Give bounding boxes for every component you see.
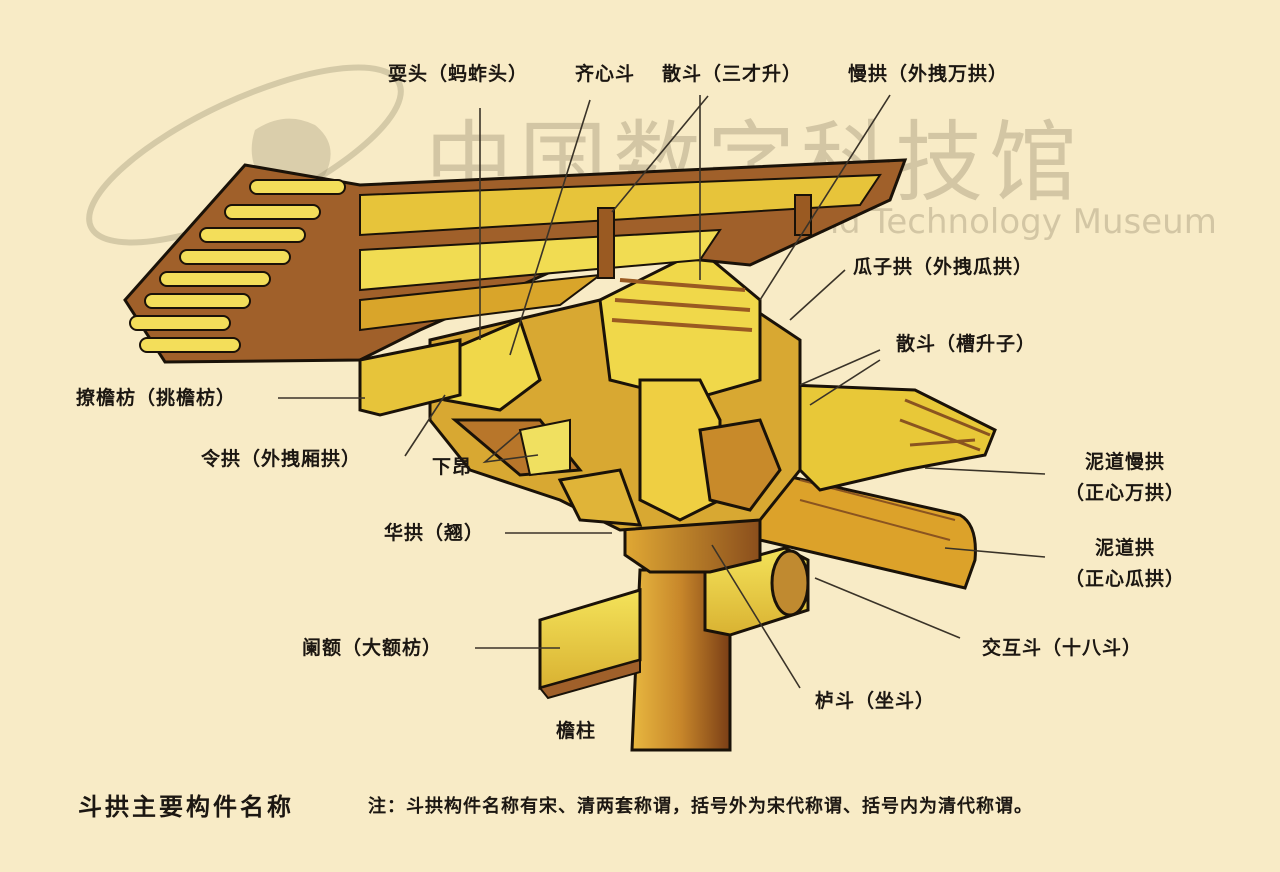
label-nidao-gong-song: 泥道拱 (1094, 537, 1155, 559)
label-mangong: 慢拱（外拽万拱） (848, 63, 1009, 85)
label-shuatou: 耍头（蚂蚱头） (388, 63, 529, 85)
label-huagong: 华拱（翘） (384, 522, 485, 544)
label-sandou-top: 散斗（三才升） (662, 63, 803, 85)
label-nidao-mangong: 泥道慢拱 （正心万拱） (1055, 451, 1195, 505)
beam-liaoyanfang (358, 338, 462, 417)
label-qixindou: 齐心斗 (575, 63, 636, 85)
label-liaoyanfang: 撩檐枋（挑檐枋） (76, 387, 237, 409)
arm-nidao (758, 468, 977, 590)
label-jiaohudou: 交互斗（十八斗） (982, 637, 1143, 659)
label-nidao-mangong-song: 泥道慢拱 (1084, 451, 1165, 473)
label-guazigong: 瓜子拱（外拽瓜拱） (853, 256, 1034, 278)
label-nidao-gong: 泥道拱 （正心瓜拱） (1055, 537, 1195, 591)
label-nidao-mangong-qing: （正心万拱） (1064, 481, 1185, 504)
label-sandou-right: 散斗（槽升子） (896, 333, 1037, 355)
label-linggong: 令拱（外拽厢拱） (201, 448, 362, 470)
figure-title: 斗拱主要构件名称 (78, 792, 294, 821)
label-yanzhu: 檐柱 (556, 720, 597, 742)
label-nidao-gong-qing: （正心瓜拱） (1064, 567, 1185, 590)
figure-note: 注：斗拱构件名称有宋、清两套称谓，括号外为宋代称谓、括号内为清代称谓。 (368, 796, 1033, 817)
rafters (129, 179, 346, 353)
label-ludou: 栌斗（坐斗） (815, 690, 936, 712)
label-xiaang: 下昂 (432, 456, 473, 478)
label-lan-e: 阑额（大额枋） (302, 637, 443, 659)
